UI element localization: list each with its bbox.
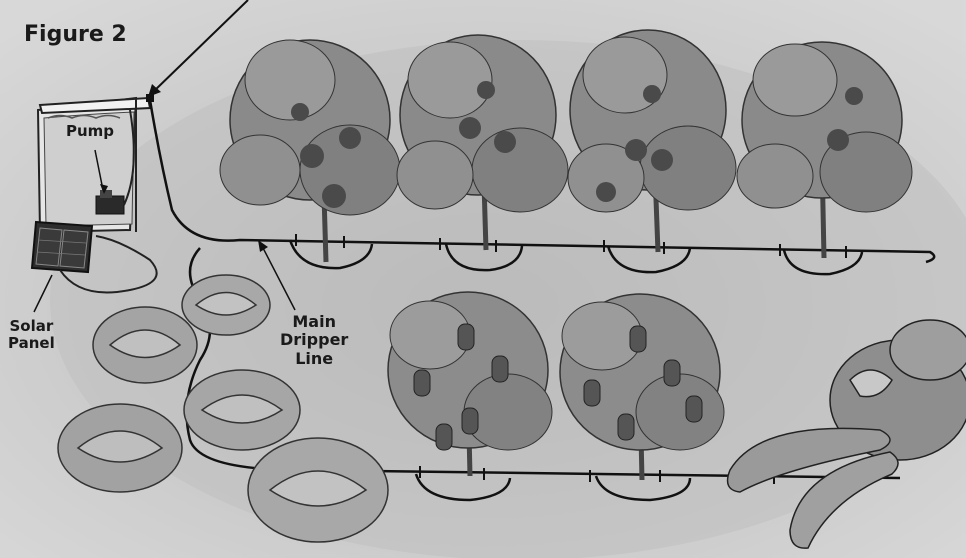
lettuce [184,370,300,450]
lettuce [248,438,388,542]
lettuce [58,404,182,492]
solar-panel-label: Solar Panel [8,318,55,353]
pump-label: Pump [66,123,114,140]
lettuce [182,275,270,335]
lettuce [93,307,197,383]
main-dripper-line-label: Main Dripper Line [280,313,348,368]
figure-title: Figure 2 [24,22,127,47]
